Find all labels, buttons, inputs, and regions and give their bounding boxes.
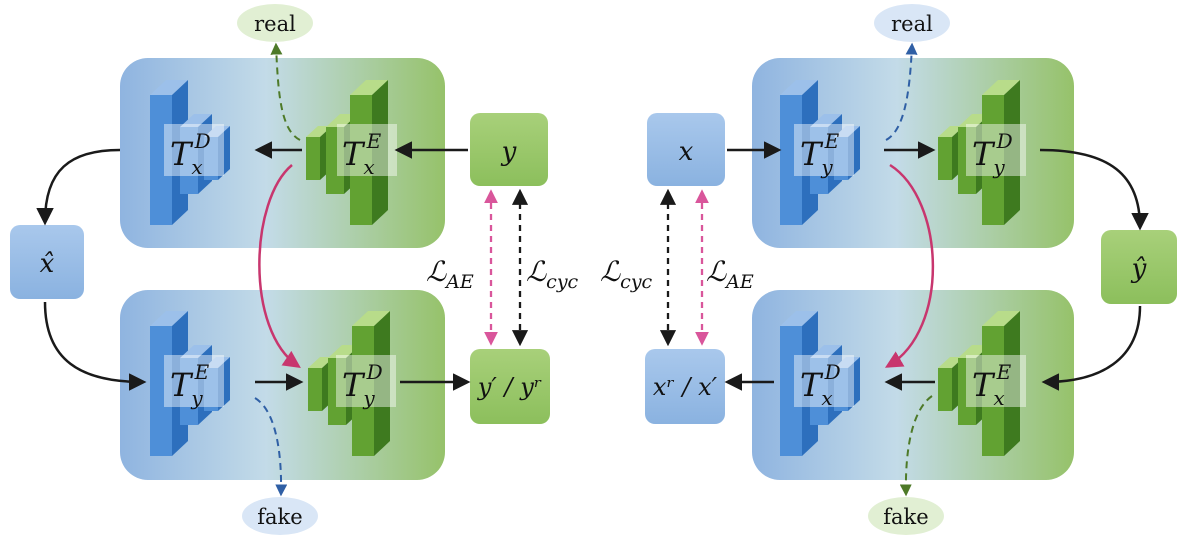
left-bottom-encoder-label: TyE: [164, 355, 224, 410]
left-intermediate-node: [10, 225, 84, 299]
right-fake-label: fake: [883, 505, 928, 529]
svg-text:TyE: TyE: [800, 129, 840, 179]
right-intermediate-node: [1101, 230, 1177, 304]
svg-text:TxD: TxD: [800, 360, 841, 410]
right-fake-dashed-arrow: [899, 395, 933, 497]
right-real-dashed-arrow: [885, 42, 918, 141]
left-input-label: y: [501, 137, 517, 167]
left-fake-label: fake: [257, 505, 302, 529]
left-top-decoder-label: TxD: [164, 124, 224, 179]
left-cyc-loss-label: ℒcyc: [526, 255, 579, 293]
right-real-oval: [874, 4, 950, 42]
right-skip-connection-arrow: [884, 163, 935, 368]
left-top-encoder-label: TxE: [337, 124, 397, 179]
svg-text:TxE: TxE: [972, 360, 1012, 410]
right-ae-loss-label: ℒAE: [706, 255, 754, 293]
svg-text:TyE: TyE: [170, 360, 210, 410]
left-output-label: y′ / yʳ: [477, 373, 542, 401]
left-real-dashed-arrow: [270, 42, 301, 141]
right-output-label: xʳ / x′: [653, 373, 718, 401]
right-intermediate-label: ŷ: [1131, 254, 1147, 284]
left-intermediate-label: x̂: [40, 249, 55, 279]
svg-text:TxE: TxE: [342, 129, 382, 179]
left-ae-loss-label: ℒAE: [426, 255, 474, 293]
left-fake-dashed-arrow: [254, 397, 288, 497]
left-real-oval: [237, 4, 313, 42]
right-input-label: x: [679, 137, 694, 167]
left-output-node: [470, 349, 550, 424]
right-output-node: [645, 349, 725, 424]
right-decoder-to-intermediate-arrow: [1039, 148, 1149, 231]
right-intermediate-to-encoder-arrow: [1041, 305, 1142, 391]
left-fake-oval: [242, 497, 318, 535]
left-skip-connection-arrow: [258, 164, 301, 368]
svg-text:TyD: TyD: [342, 360, 383, 410]
left-bottom-decoder-label: TyD: [336, 355, 396, 410]
left-decoder-to-intermediate-arrow: [36, 148, 121, 226]
svg-text:TyD: TyD: [972, 129, 1013, 179]
left-intermediate-to-encoder-arrow: [43, 301, 147, 391]
left-real-label: real: [254, 12, 296, 36]
right-cyc-loss-label: ℒcyc: [600, 255, 653, 293]
right-real-label: real: [891, 12, 933, 36]
right-input-node: [647, 113, 725, 186]
right-fake-oval: [868, 497, 944, 535]
svg-text:TxD: TxD: [170, 129, 211, 179]
left-input-node: [470, 113, 548, 186]
right-top-decoder-label: TyD: [966, 124, 1026, 179]
right-bottom-decoder-label: TxD: [794, 355, 854, 410]
right-top-encoder-label: TyE: [794, 124, 854, 179]
right-bottom-encoder-label: TxE: [966, 355, 1026, 410]
